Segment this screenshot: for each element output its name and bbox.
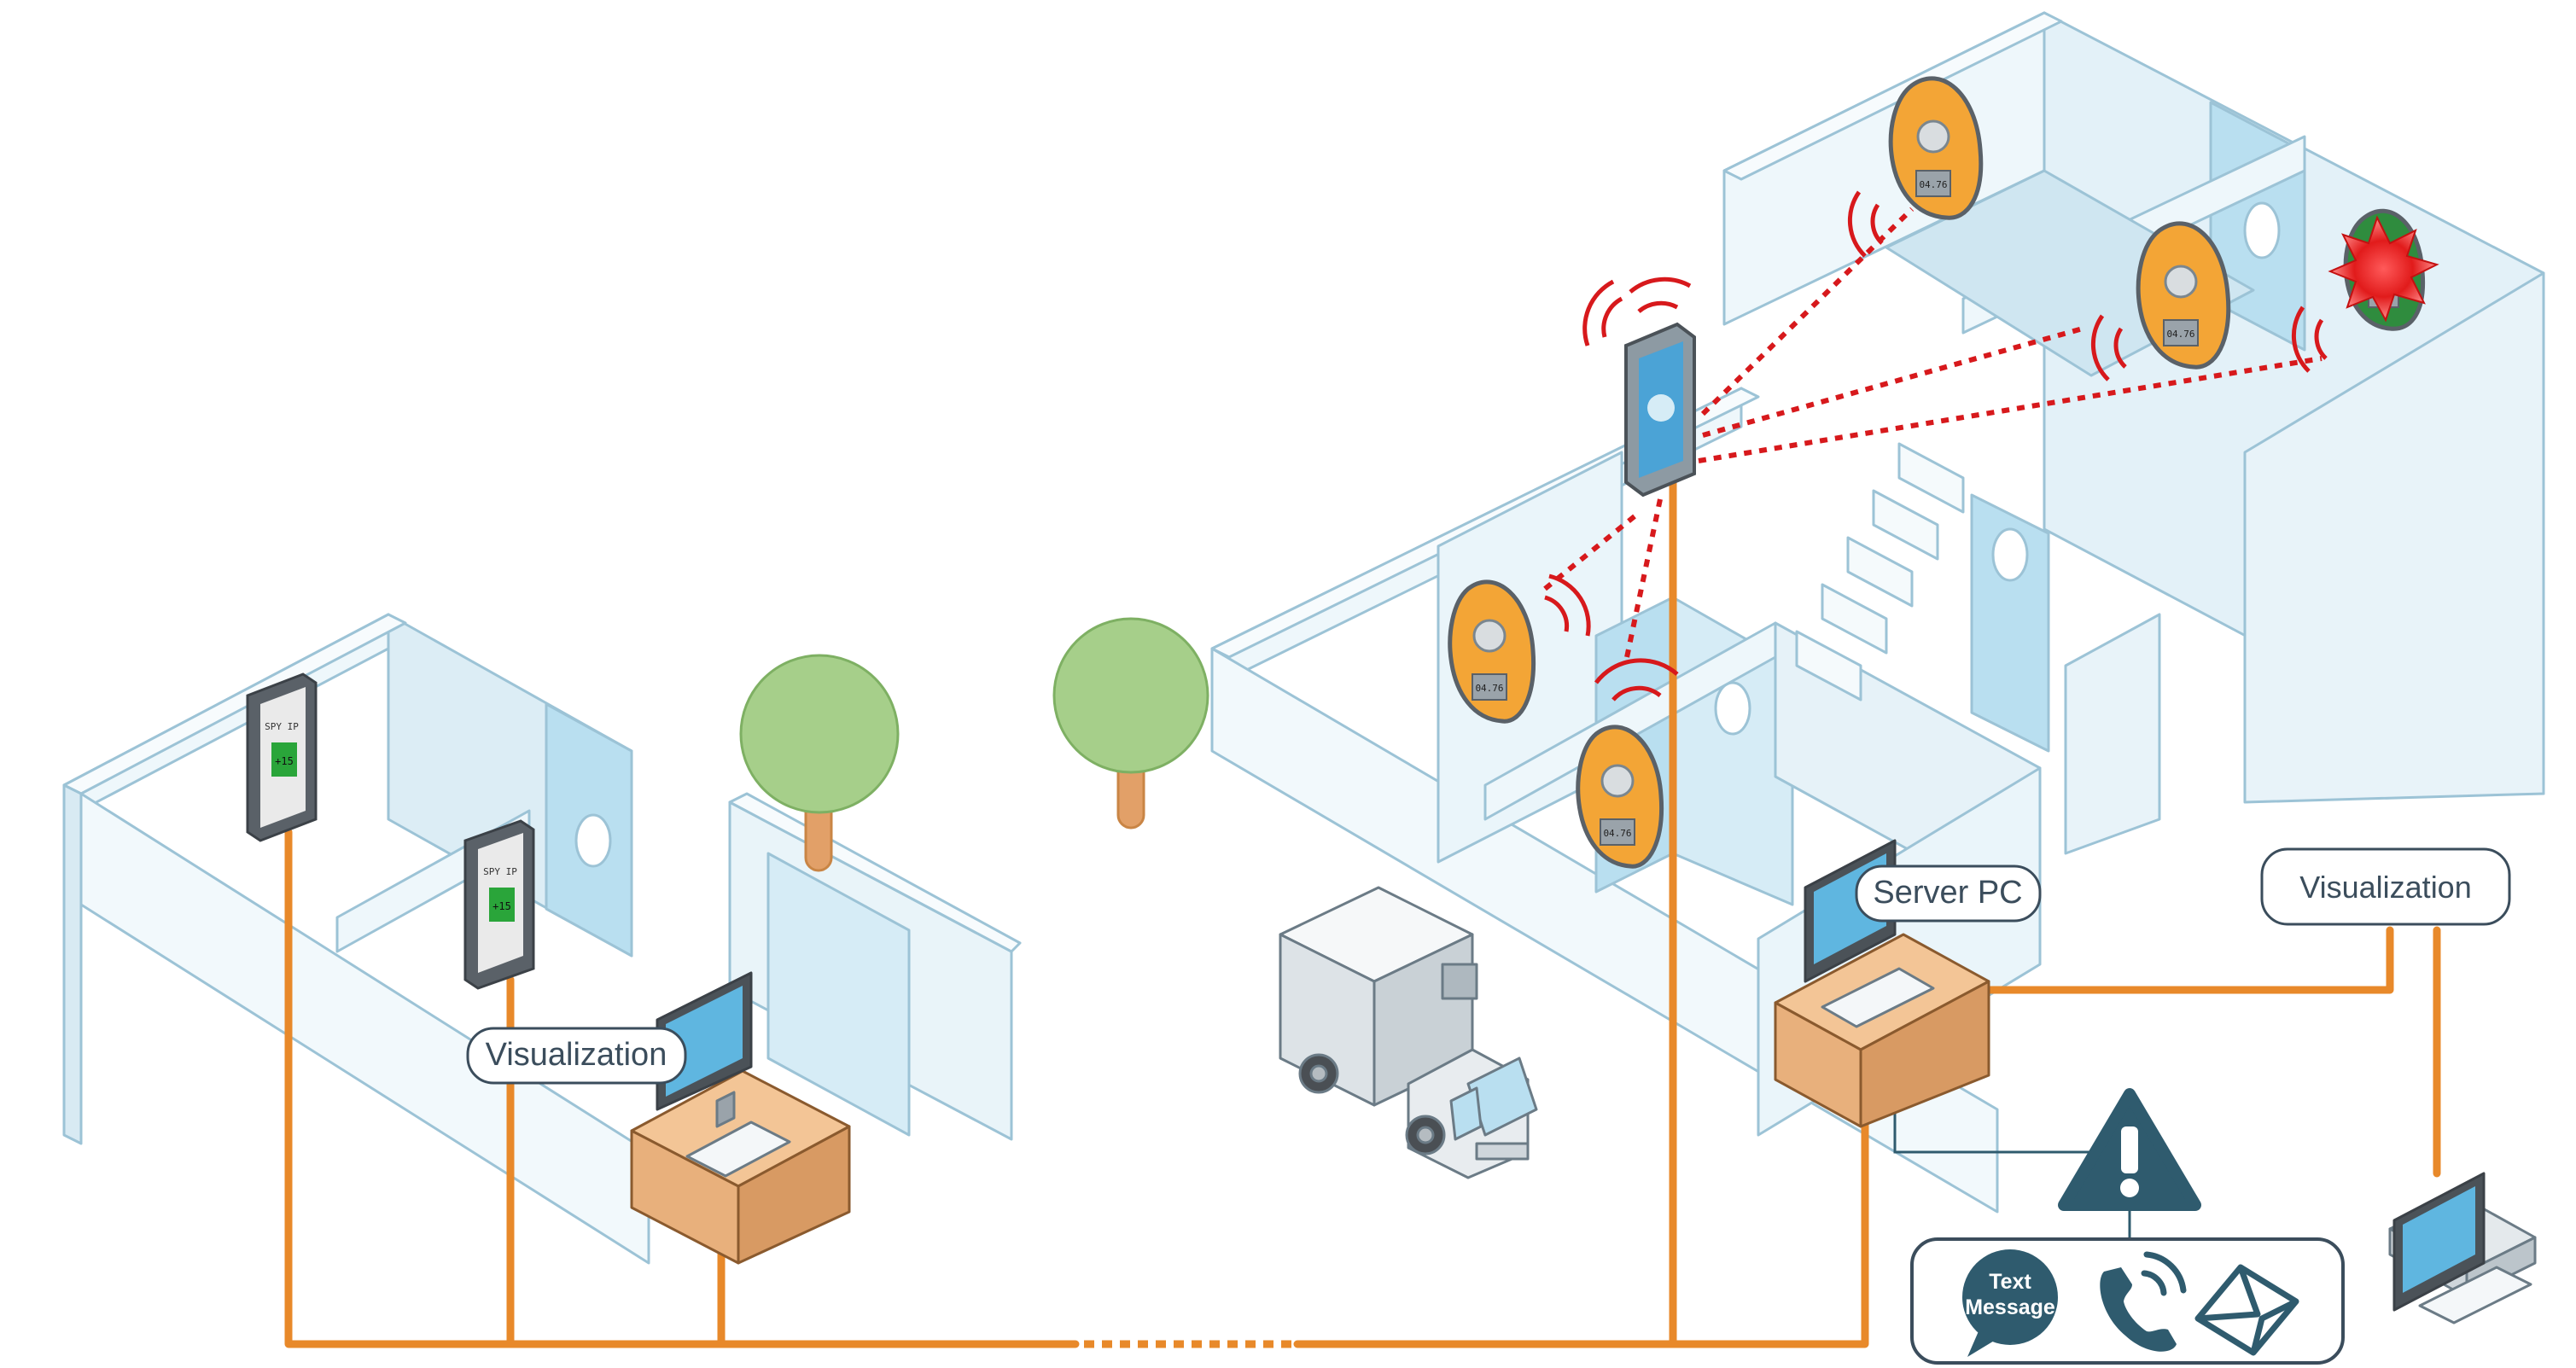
- phone-call-icon: [2100, 1251, 2187, 1352]
- label-visualization-right: Visualization: [2260, 847, 2511, 926]
- label-server-pc: Server PC: [1855, 864, 2042, 923]
- tree-center: [1052, 617, 1209, 830]
- label-visualization-left-text: Visualization: [486, 1037, 667, 1073]
- label-visualization-left: Visualization: [466, 1027, 687, 1085]
- remote-workstation: [2388, 1172, 2537, 1324]
- label-server-pc-text: Server PC: [1873, 875, 2022, 911]
- sms-line-1: Text: [1989, 1270, 2031, 1294]
- sms-line-2: Message: [1965, 1295, 2055, 1319]
- left-building: [62, 613, 1022, 1265]
- logger-top-reading: 04.76: [1919, 179, 1947, 190]
- wireless-links: [1543, 207, 2322, 662]
- tree-left: [739, 654, 900, 872]
- envelope-icon: [2194, 1264, 2299, 1356]
- spy-ip-panel-2: SPY IP +15: [463, 819, 535, 990]
- label-visualization-right-text: Visualization: [2299, 870, 2471, 905]
- notification-methods: Text Message: [1910, 1237, 2345, 1365]
- logger-mid-right-reading: 04.76: [2166, 329, 2194, 340]
- data-logger-alarm: [2291, 208, 2439, 373]
- panel-2-value: +15: [492, 900, 511, 912]
- data-logger-top: 04.76: [1847, 76, 1984, 258]
- warning-triangle-icon: [2058, 1088, 2201, 1211]
- data-logger-mid-right: 04.76: [2090, 221, 2231, 381]
- data-logger-mid-left: 04.76: [1448, 573, 1591, 724]
- refrigerated-truck: [1279, 886, 1538, 1179]
- logger-bottom-reading: 04.76: [1603, 828, 1631, 839]
- logger-mid-left-reading: 04.76: [1475, 683, 1503, 694]
- alarm-burst-icon: [2328, 215, 2439, 323]
- panel-1-brand: SPY IP: [265, 721, 299, 732]
- text-message-bubble-icon: Text Message: [1962, 1249, 2058, 1357]
- panel-2-brand: SPY IP: [483, 866, 517, 877]
- panel-1-value: +15: [275, 755, 294, 767]
- data-logger-bottom: 04.76: [1576, 658, 1679, 869]
- spy-ip-panel-1: SPY IP +15: [246, 672, 318, 842]
- left-workstation: [630, 971, 851, 1265]
- wireless-gateway: [1582, 277, 1696, 498]
